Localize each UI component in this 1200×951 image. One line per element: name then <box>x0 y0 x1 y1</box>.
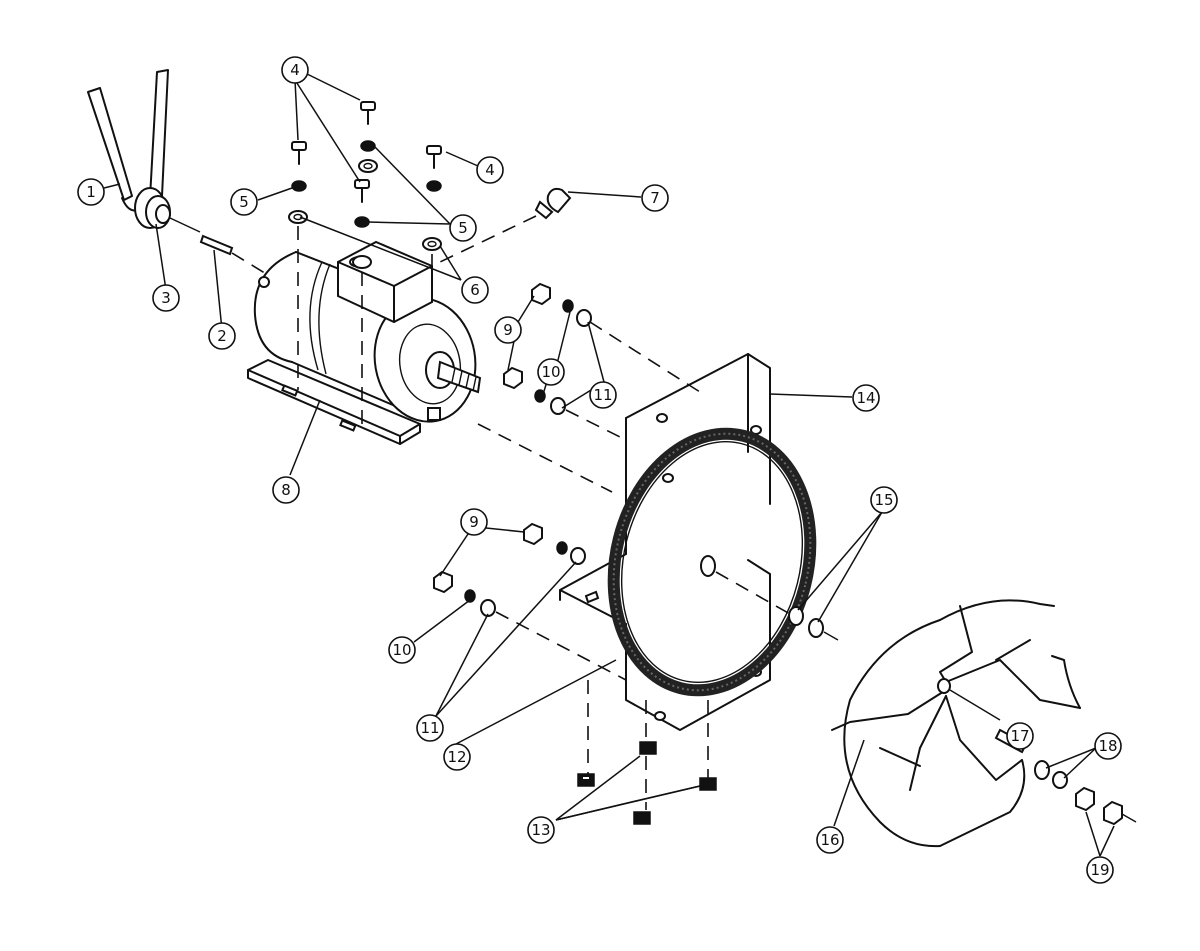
motor-part <box>247 240 482 445</box>
callout-5-left: 5 <box>230 188 258 216</box>
rubber-feet-part <box>577 680 717 825</box>
callout-9-lower: 9 <box>460 508 488 536</box>
callout-label: 11 <box>593 386 612 404</box>
callout-label: 19 <box>1090 861 1109 879</box>
callout-8: 8 <box>272 476 300 504</box>
callout-label: 14 <box>856 389 875 407</box>
callout-label: 4 <box>485 161 495 179</box>
callout-18: 18 <box>1094 732 1122 760</box>
callout-17: 17 <box>1006 722 1034 750</box>
callout-label: 11 <box>420 719 439 737</box>
callout-4-top: 4 <box>281 56 309 84</box>
callout-5-right: 5 <box>449 214 477 242</box>
callout-11-lower: 11 <box>416 714 444 742</box>
callout-14: 14 <box>852 384 880 412</box>
callout-label: 4 <box>290 61 300 79</box>
callout-label: 2 <box>217 327 227 345</box>
callout-label: 18 <box>1098 737 1117 755</box>
elbow-connector-part <box>439 187 572 263</box>
callout-label: 1 <box>86 183 96 201</box>
callout-3: 3 <box>152 284 180 312</box>
pulley-part <box>134 187 201 233</box>
callout-label: 3 <box>161 289 171 307</box>
callout-label: 17 <box>1010 727 1029 745</box>
bolts-and-washers <box>288 101 442 430</box>
callout-label: 13 <box>531 821 550 839</box>
upper-hardware-set <box>503 282 701 441</box>
callout-19: 19 <box>1086 856 1114 884</box>
callout-10-upper: 10 <box>537 358 565 386</box>
callout-label: 5 <box>458 219 468 237</box>
callout-label: 16 <box>820 831 839 849</box>
callout-4-right: 4 <box>476 156 504 184</box>
callout-label: 9 <box>469 513 479 531</box>
callout-13: 13 <box>527 816 555 844</box>
callout-label: 10 <box>392 641 411 659</box>
callout-label: 12 <box>447 748 466 766</box>
callout-16: 16 <box>816 826 844 854</box>
key-part <box>199 234 269 276</box>
callout-label: 6 <box>470 281 480 299</box>
lower-hardware-set <box>433 423 627 681</box>
callout-2: 2 <box>208 322 236 350</box>
callout-11-upper: 11 <box>589 381 617 409</box>
callout-label: 9 <box>503 321 513 339</box>
callout-label: 15 <box>874 491 893 509</box>
callout-9-upper: 9 <box>494 316 522 344</box>
callout-10-lower: 10 <box>388 636 416 664</box>
callout-7: 7 <box>641 184 669 212</box>
callout-label: 8 <box>281 481 291 499</box>
callout-15: 15 <box>870 486 898 514</box>
leader-lines <box>103 71 1115 857</box>
mounting-bracket-part <box>559 353 817 731</box>
callout-label: 7 <box>650 189 660 207</box>
callout-6: 6 <box>461 276 489 304</box>
callout-label: 5 <box>239 193 249 211</box>
callout-label: 10 <box>541 363 560 381</box>
blower-wheel-part <box>831 599 1081 848</box>
callout-12: 12 <box>443 743 471 771</box>
shaft-washers-part <box>788 606 839 641</box>
callout-1: 1 <box>77 178 105 206</box>
